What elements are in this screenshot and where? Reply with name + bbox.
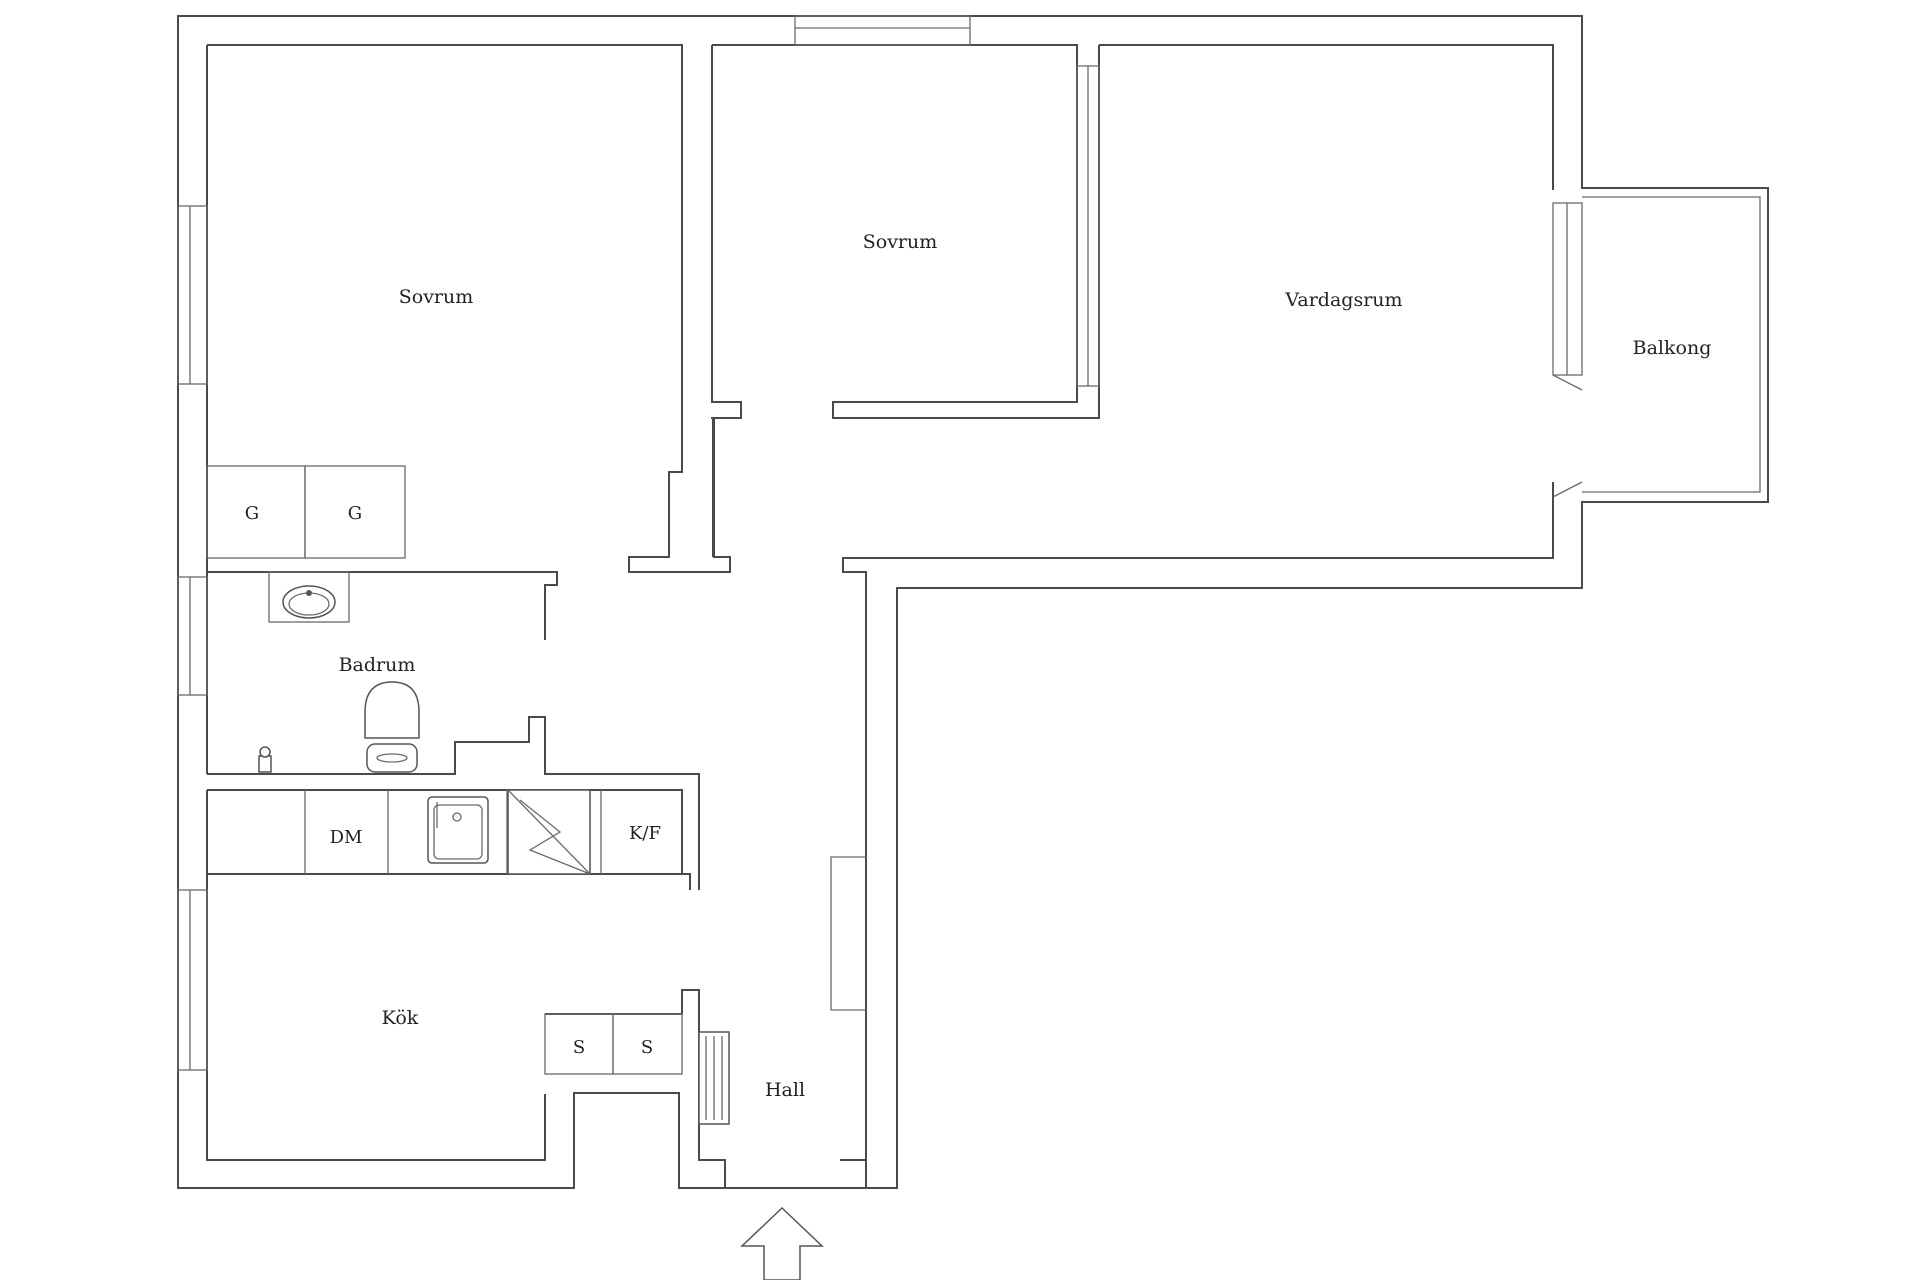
storage-cabinets <box>544 1013 683 1075</box>
washbasin-icon <box>268 571 350 623</box>
toilet-icon <box>364 681 420 773</box>
stove-icon <box>507 789 591 875</box>
wardrobe-label-2: G <box>348 503 362 524</box>
room-label-hall: Hall <box>765 1079 805 1101</box>
room-label-balkong: Balkong <box>1633 337 1712 359</box>
fridge-freezer-label: K/F <box>629 823 661 844</box>
storage-label-1: S <box>573 1037 585 1058</box>
room-label-sovrum-2: Sovrum <box>863 231 938 253</box>
room-label-kok: Kök <box>382 1007 419 1029</box>
radiator-icon <box>698 1031 730 1125</box>
room-label-vardagsrum: Vardagsrum <box>1284 289 1402 311</box>
dishwasher-label: DM <box>330 827 363 848</box>
wardrobe-label-1: G <box>245 503 259 524</box>
storage-label-2: S <box>641 1037 653 1058</box>
shower-icon <box>258 746 272 773</box>
balcony <box>1582 196 1761 493</box>
room-label-sovrum-1: Sovrum <box>399 286 474 308</box>
arrow-up-icon <box>740 1206 824 1280</box>
room-label-badrum: Badrum <box>339 654 416 676</box>
outer-walls <box>177 15 1769 1189</box>
windows <box>177 15 1583 1071</box>
kitchen-sink-icon <box>427 796 489 864</box>
wardrobes <box>206 465 406 559</box>
